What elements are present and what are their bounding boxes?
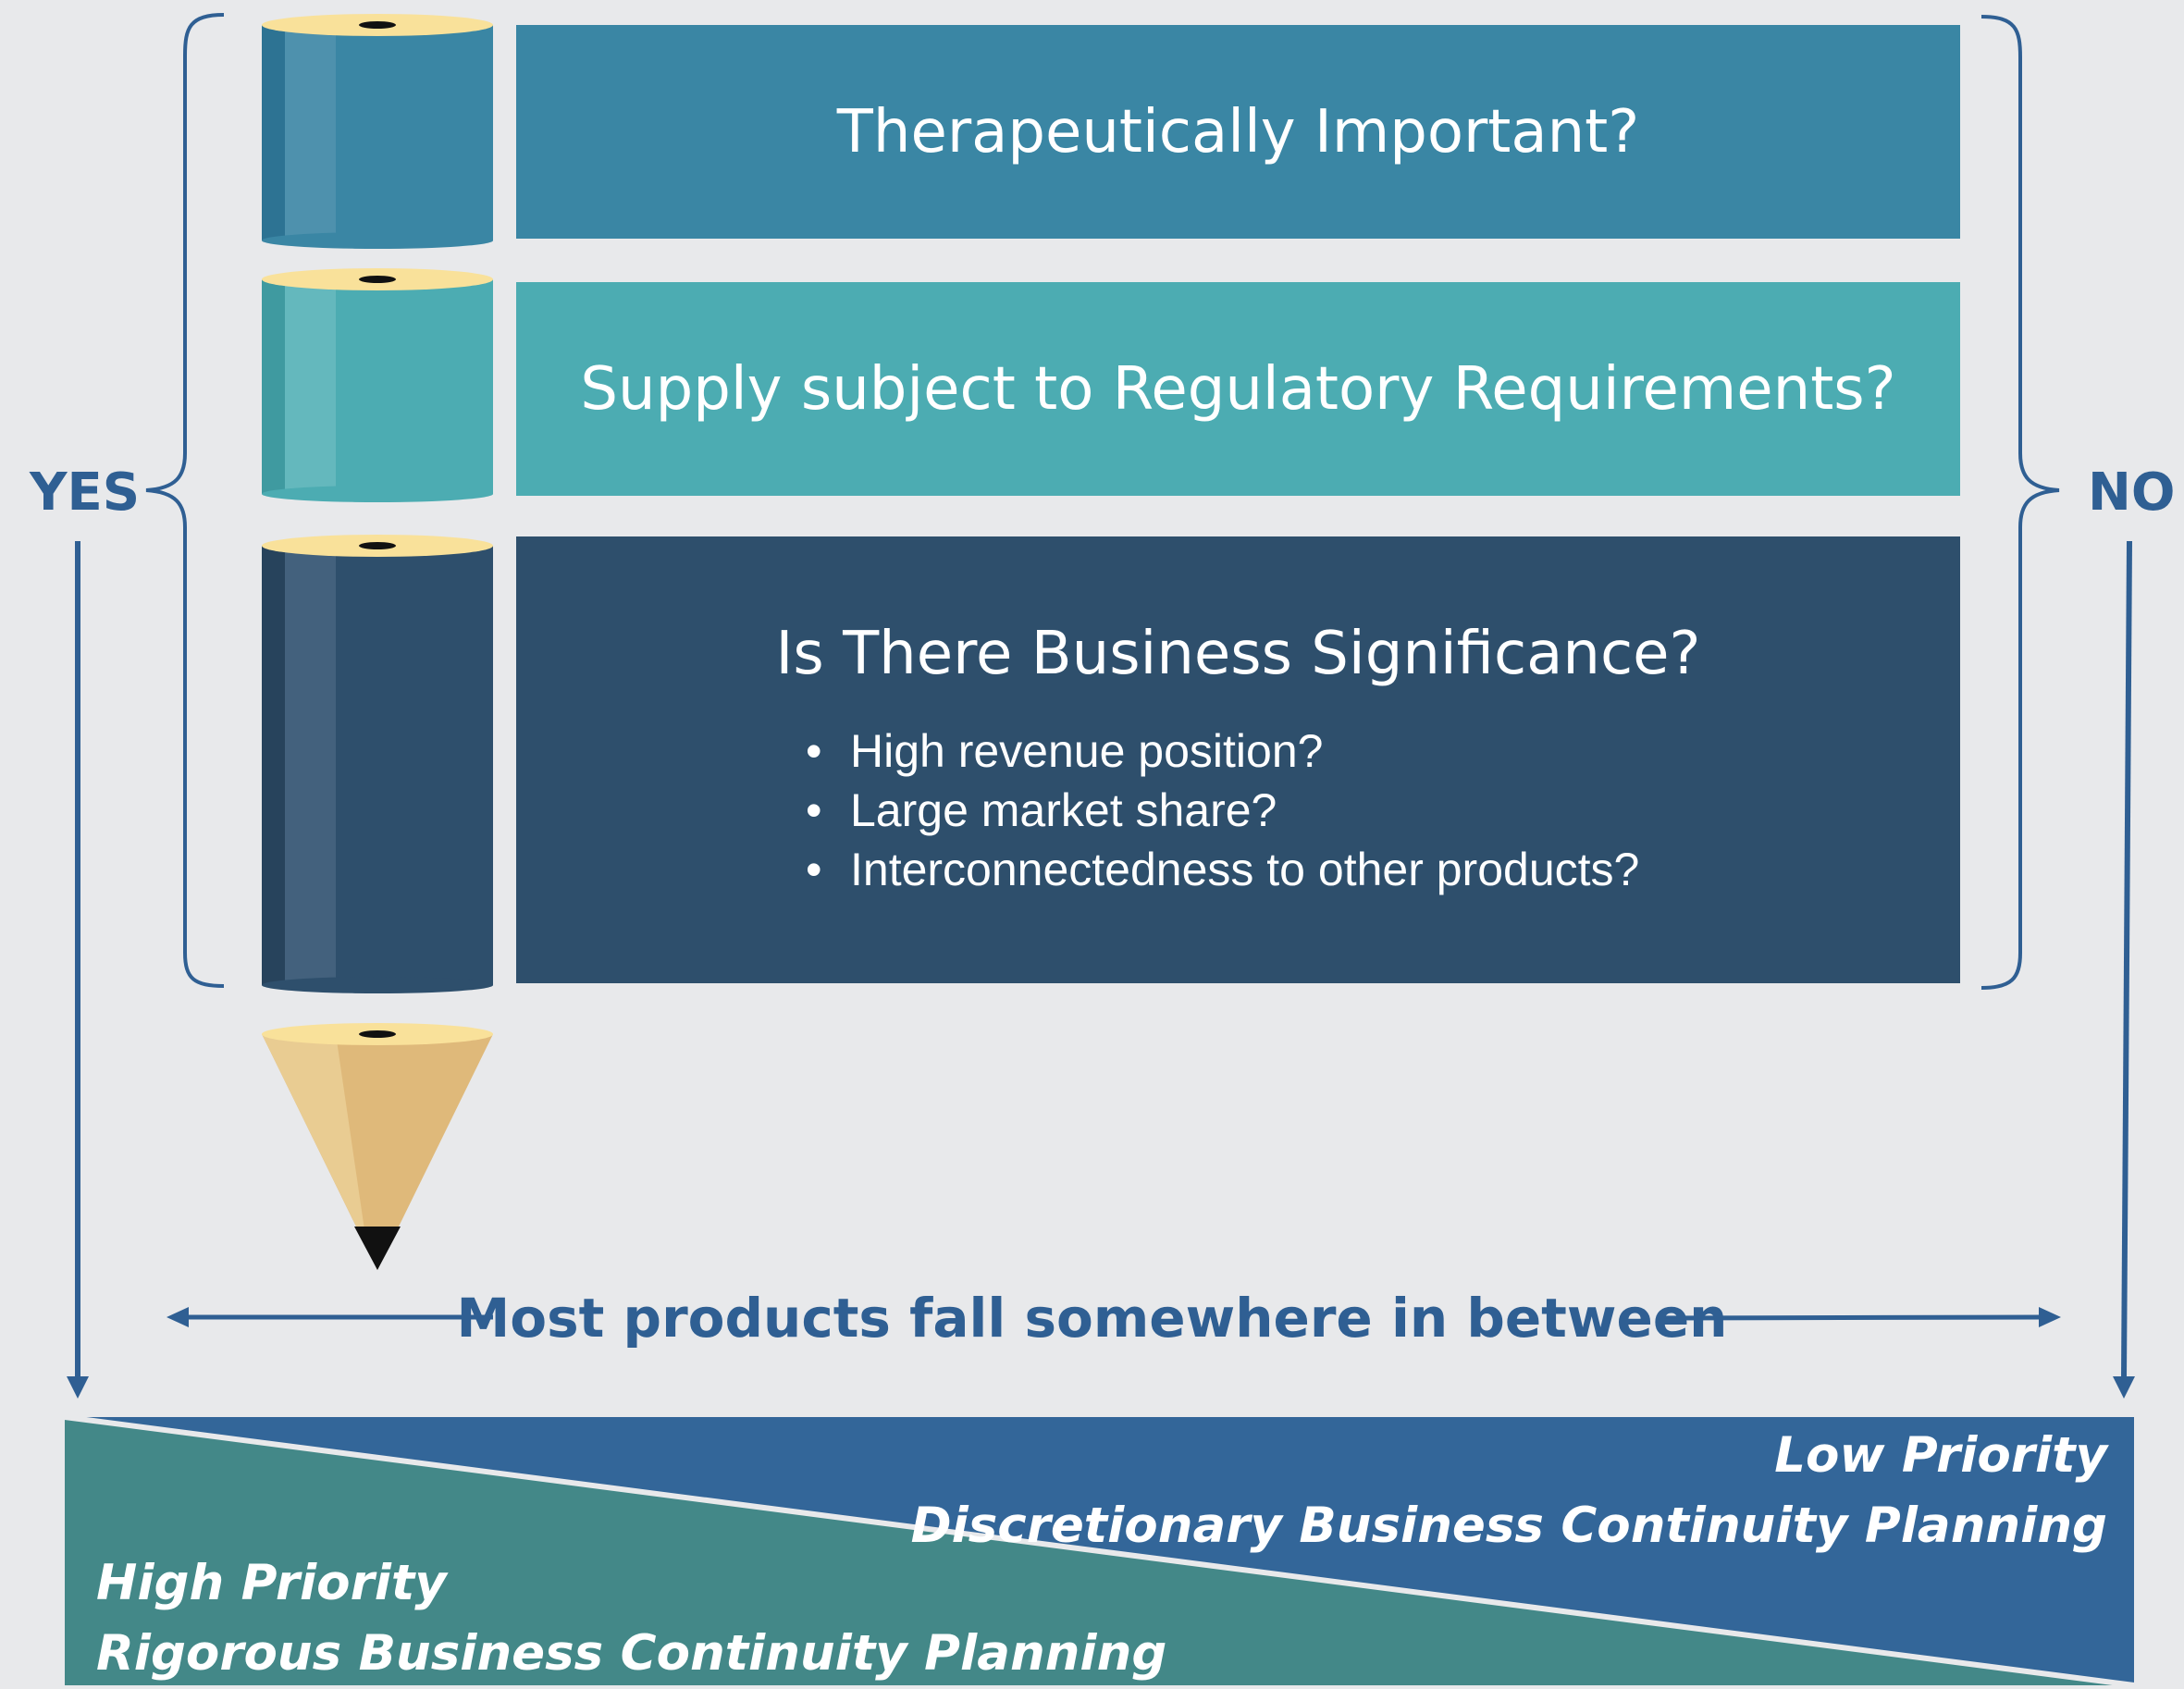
list-item: Interconnectedness to other products? (806, 840, 1639, 899)
question-box-regulatory: Supply subject to Regulatory Requirement… (516, 282, 1960, 496)
no-label: NO (2088, 462, 2176, 523)
high-priority-text: High Priority Rigorous Business Continui… (96, 1548, 1166, 1689)
yes-label: YES (30, 462, 141, 523)
pencil-tip (262, 1023, 493, 1270)
pencil-segment-3 (262, 535, 493, 993)
yes-arrowhead (67, 1376, 89, 1399)
low-priority-text: Low Priority Discretionary Business Cont… (911, 1421, 2107, 1561)
business-bullet-list: High revenue position? Large market shar… (806, 721, 1639, 899)
no-arrowhead (2113, 1376, 2135, 1399)
list-item: Large market share? (806, 781, 1639, 840)
list-item: High revenue position? (806, 721, 1639, 781)
question-title: Supply subject to Regulatory Requirement… (580, 354, 1896, 424)
low-priority-title: Low Priority (1774, 1427, 2107, 1484)
left-brace (145, 13, 225, 988)
question-box-therapeutic: Therapeutically Important? (516, 25, 1960, 239)
pencil-segment-1 (262, 14, 493, 249)
between-arrowhead-left (167, 1307, 189, 1327)
high-priority-title: High Priority (96, 1555, 447, 1611)
pencil-segment-2 (262, 268, 493, 502)
question-box-business: Is There Business Significance? High rev… (516, 536, 1960, 983)
high-priority-subtitle: Rigorous Business Continuity Planning (96, 1625, 1167, 1682)
question-title: Therapeutically Important? (836, 97, 1640, 166)
between-caption: Most products fall somewhere in between (456, 1287, 1728, 1350)
between-arrow-right (1658, 1314, 2043, 1321)
band-divider (64, 1414, 2135, 1685)
low-priority-subtitle: Discretionary Business Continuity Planni… (910, 1498, 2107, 1554)
right-brace (1980, 15, 2060, 990)
no-arrow (2121, 540, 2132, 1379)
between-arrowhead-right (2039, 1307, 2061, 1327)
question-title: Is There Business Significance? (775, 620, 1701, 688)
